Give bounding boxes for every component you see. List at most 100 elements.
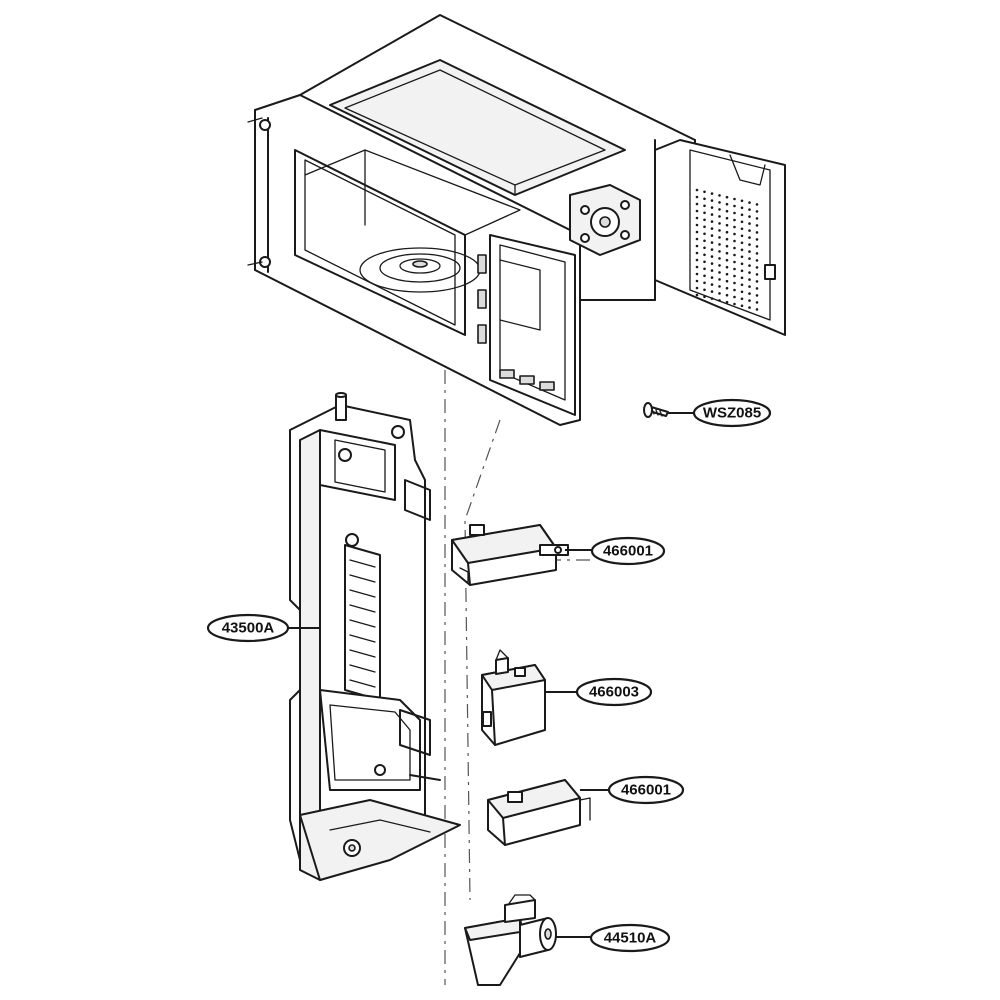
vent-hole: [725, 293, 729, 297]
leader-lines: [285, 412, 695, 938]
vent-hole: [733, 197, 736, 201]
vent-hole: [710, 248, 714, 251]
callout-text-44510a: 44510A: [604, 930, 657, 947]
vent-hole: [740, 213, 744, 217]
vent-hole: [740, 241, 744, 245]
rear-vent-grid: [695, 188, 759, 311]
vent-hole: [725, 223, 729, 227]
vent-hole: [740, 269, 744, 273]
vent-hole: [740, 220, 744, 224]
vent-hole: [695, 258, 699, 262]
vent-hole: [748, 292, 751, 295]
vent-hole: [695, 202, 699, 206]
vent-hole: [710, 213, 714, 216]
vent-hole: [740, 283, 744, 287]
vent-hole: [718, 201, 721, 204]
vent-hole: [755, 203, 759, 206]
vent-hole: [703, 260, 706, 264]
vent-hole: [718, 229, 721, 232]
vent-hole: [718, 271, 721, 274]
callout-466001-bottom: 466001: [607, 775, 685, 805]
vent-hole: [703, 274, 706, 278]
vent-hole: [755, 217, 759, 220]
callout-text-wsz085: WSZ085: [703, 405, 761, 422]
vent-hole: [748, 278, 751, 281]
vent-hole: [703, 204, 706, 208]
vent-hole: [710, 192, 714, 195]
vent-hole: [710, 283, 714, 286]
vent-hole: [755, 308, 759, 311]
vent-hole: [703, 239, 706, 243]
vent-hole: [733, 302, 736, 306]
vent-hole: [748, 222, 751, 225]
callout-43500a: 43500A: [206, 613, 290, 643]
vent-hole: [695, 286, 699, 290]
vent-hole: [755, 301, 759, 304]
vent-hole: [733, 281, 736, 285]
vent-hole: [740, 297, 744, 301]
vent-hole: [755, 294, 759, 297]
vent-hole: [710, 269, 714, 272]
latch-board-part: [289, 392, 461, 881]
vent-hole: [748, 243, 751, 246]
vent-hole: [710, 290, 714, 293]
vent-hole: [748, 236, 751, 239]
vent-hole: [740, 199, 744, 203]
vent-hole: [733, 260, 736, 264]
vent-hole: [748, 271, 751, 274]
vent-hole: [710, 262, 714, 265]
vent-hole: [740, 276, 744, 280]
vent-hole: [733, 211, 736, 215]
vent-hole: [725, 216, 729, 220]
vent-hole: [733, 295, 736, 299]
vent-hole: [740, 234, 744, 238]
vent-hole: [710, 241, 714, 244]
vent-hole: [710, 276, 714, 279]
callout-wsz085: WSZ085: [692, 398, 772, 428]
vent-hole: [733, 288, 736, 292]
vent-hole: [755, 280, 759, 283]
vent-hole: [703, 253, 706, 257]
vent-hole: [755, 252, 759, 255]
callout-44510a: 44510A: [589, 923, 671, 953]
vent-hole: [703, 281, 706, 285]
vent-hole: [703, 190, 706, 194]
vent-hole: [755, 266, 759, 269]
vent-hole: [718, 215, 721, 218]
vent-hole: [748, 229, 751, 232]
vent-hole: [718, 243, 721, 246]
vent-hole: [695, 265, 699, 269]
vent-hole: [695, 244, 699, 248]
vent-hole: [748, 257, 751, 260]
vent-hole: [710, 199, 714, 202]
vent-hole: [748, 208, 751, 211]
vent-hole: [710, 206, 714, 209]
vent-hole: [725, 244, 729, 248]
vent-hole: [718, 264, 721, 267]
vent-hole: [703, 295, 706, 299]
vent-hole: [755, 287, 759, 290]
switch-middle-part: [481, 649, 546, 746]
vent-hole: [740, 227, 744, 231]
vent-hole: [725, 251, 729, 255]
vent-hole: [740, 206, 744, 210]
vent-hole: [703, 211, 706, 215]
alignment-lines: [444, 370, 590, 985]
callout-466003: 466003: [575, 677, 653, 707]
vent-hole: [748, 285, 751, 288]
vent-hole: [733, 204, 736, 208]
vent-hole: [748, 264, 751, 267]
vent-hole: [725, 237, 729, 241]
vent-hole: [710, 234, 714, 237]
vent-hole: [725, 195, 729, 199]
callout-text-466001-bottom: 466001: [621, 782, 671, 799]
vent-hole: [718, 299, 721, 302]
vent-hole: [748, 306, 751, 309]
vent-hole: [703, 232, 706, 236]
vent-hole: [733, 267, 736, 271]
screw-part: [643, 402, 669, 418]
vent-hole: [740, 290, 744, 294]
vent-hole: [695, 188, 699, 192]
vent-hole: [718, 257, 721, 260]
